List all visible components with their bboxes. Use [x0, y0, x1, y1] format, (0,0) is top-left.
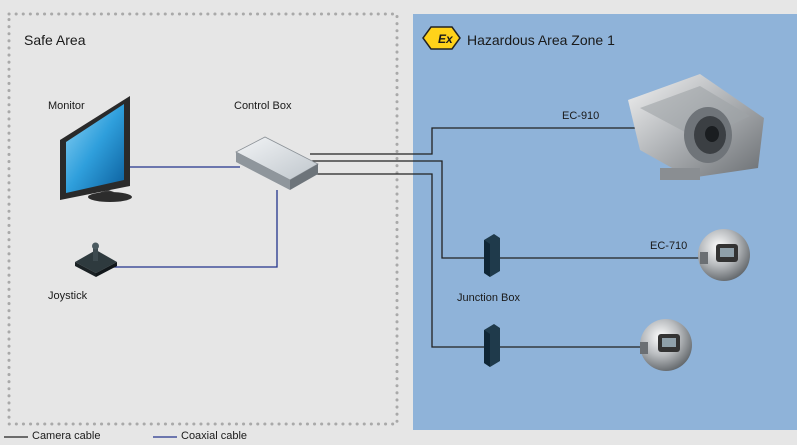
monitor-icon [60, 96, 132, 202]
junction-box-label: Junction Box [457, 292, 520, 304]
junction-box-top-icon [484, 234, 500, 277]
joystick-label: Joystick [48, 290, 88, 302]
hazard-area-title: Hazardous Area Zone 1 [467, 32, 615, 48]
monitor-label: Monitor [48, 100, 85, 112]
ex-symbol-label: Ex [438, 32, 453, 46]
legend-camera-cable: Camera cable [32, 430, 101, 442]
ex-symbol-icon [422, 26, 461, 50]
legend-coaxial-cable: Coaxial cable [181, 430, 248, 442]
safe-area-border [7, 12, 399, 426]
hazard-area-background [413, 14, 797, 430]
ec910-label: EC-910 [562, 110, 600, 122]
cables [110, 127, 700, 348]
ec910-camera-icon [628, 74, 764, 180]
safe-area-title: Safe Area [24, 32, 86, 48]
cable-joystick-to-control-box [110, 190, 278, 268]
cable-control-to-junction-bottom [314, 173, 484, 348]
cable-control-to-junction-top [312, 160, 484, 259]
ec710-camera-icon [698, 229, 750, 281]
control-box-icon [235, 136, 319, 190]
junction-box-bottom-icon [484, 324, 500, 367]
dome-camera-bottom-icon [640, 319, 692, 371]
cable-control-to-ec910 [310, 127, 640, 155]
joystick-icon [75, 242, 117, 277]
ec710-label: EC-710 [650, 240, 688, 252]
control-box-label: Control Box [234, 100, 292, 112]
